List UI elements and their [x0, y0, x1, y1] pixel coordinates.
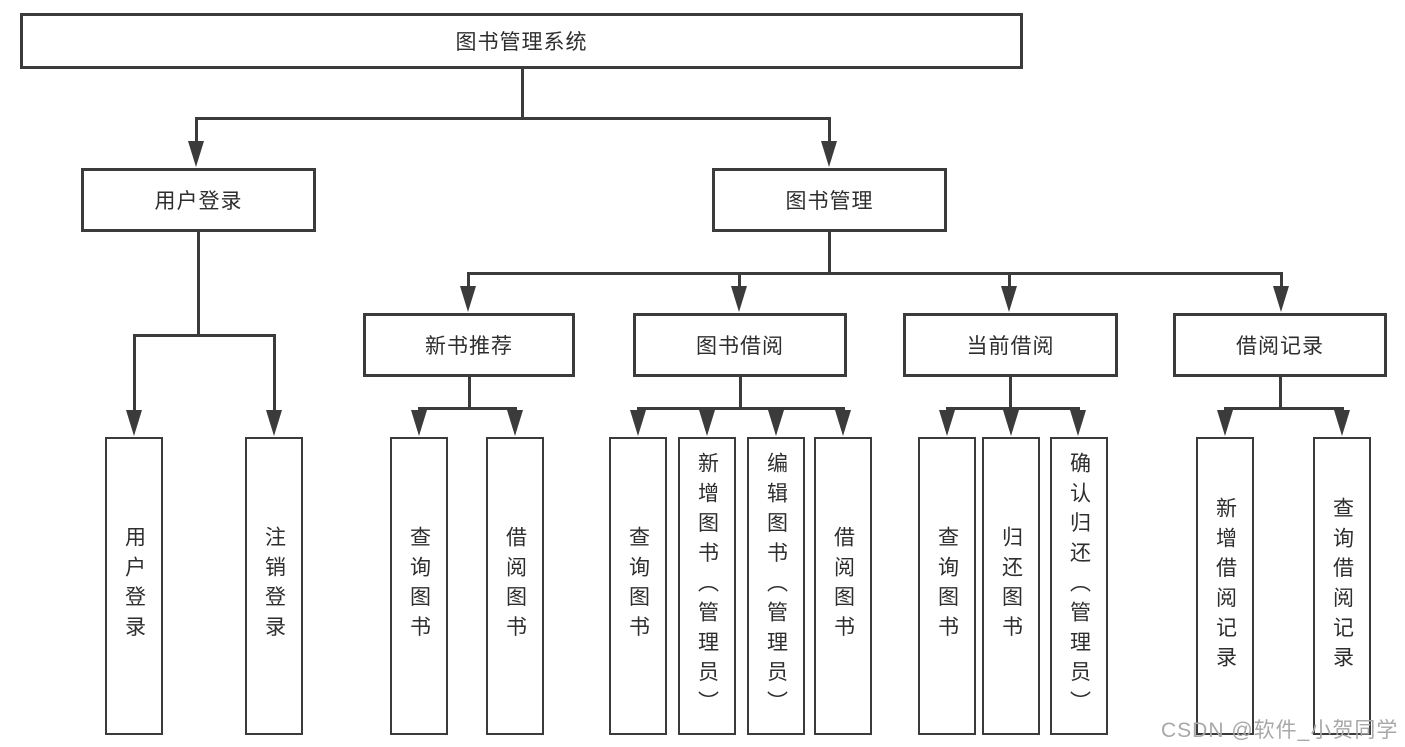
arrowhead-down-icon	[188, 141, 204, 167]
node-label: 借阅图书	[503, 526, 527, 646]
node-label: 图书管理系统	[455, 31, 588, 54]
arrowhead-down-icon	[1003, 410, 1019, 436]
arrowhead-down-icon	[460, 286, 476, 312]
connector-line	[196, 230, 200, 337]
node-book-management: 图书管理	[712, 168, 947, 232]
node-label: 查询借阅记录	[1330, 496, 1354, 676]
leaf-return-books: 归还图书	[982, 437, 1040, 735]
arrowhead-down-icon	[126, 410, 142, 436]
connector-line	[827, 118, 831, 143]
leaf-query-books-current: 查询图书	[918, 437, 976, 735]
connector-line	[417, 406, 517, 410]
connector-line	[1008, 375, 1012, 410]
connector-line	[1223, 406, 1344, 410]
connector-line	[1279, 273, 1283, 288]
connector-line	[466, 271, 1283, 275]
node-user-login: 用户登录	[81, 168, 316, 232]
node-label: 借阅记录	[1236, 335, 1324, 358]
arrowhead-down-icon	[1217, 410, 1233, 436]
arrowhead-down-icon	[768, 410, 784, 436]
arrowhead-down-icon	[835, 410, 851, 436]
leaf-add-books-admin: 新增图书（管理员）	[678, 437, 736, 735]
leaf-user-login: 用户登录	[105, 437, 163, 735]
connector-line	[520, 67, 524, 120]
connector-line	[132, 333, 276, 337]
leaf-borrow-books: 借阅图书	[814, 437, 872, 735]
arrowhead-down-icon	[821, 141, 837, 167]
node-book-borrowing: 图书借阅	[633, 313, 847, 377]
node-label: 查询图书	[626, 526, 650, 646]
arrowhead-down-icon	[507, 410, 523, 436]
connector-line	[194, 118, 198, 143]
node-label: 注销登录	[262, 526, 286, 646]
arrowhead-down-icon	[630, 410, 646, 436]
leaf-borrow-books-recommend: 借阅图书	[486, 437, 544, 735]
leaf-query-borrow-record: 查询借阅记录	[1313, 437, 1371, 735]
node-label: 借阅图书	[831, 526, 855, 646]
node-label: 图书借阅	[696, 335, 784, 358]
node-label: 图书管理	[785, 190, 874, 213]
arrowhead-down-icon	[1334, 410, 1350, 436]
node-root-library-system: 图书管理系统	[20, 13, 1023, 69]
arrowhead-down-icon	[731, 286, 747, 312]
connector-line	[194, 116, 831, 120]
node-label: 查询图书	[407, 526, 431, 646]
watermark: CSDN @软件_小贺同学	[1161, 719, 1399, 742]
arrowhead-down-icon	[1273, 286, 1289, 312]
node-borrowing-records: 借阅记录	[1173, 313, 1387, 377]
node-new-book-recommend: 新书推荐	[363, 313, 575, 377]
connector-line	[737, 273, 741, 288]
leaf-logout: 注销登录	[245, 437, 303, 735]
node-label: 用户登录	[154, 190, 243, 213]
node-label: 查询图书	[935, 526, 959, 646]
connector-line	[945, 406, 1080, 410]
arrowhead-down-icon	[1070, 410, 1086, 436]
node-current-borrowing: 当前借阅	[903, 313, 1118, 377]
node-label: 新书推荐	[425, 335, 513, 358]
node-label: 归还图书	[999, 526, 1023, 646]
arrowhead-down-icon	[699, 410, 715, 436]
connector-line	[132, 335, 136, 412]
connector-line	[738, 375, 742, 410]
connector-line	[1007, 273, 1011, 288]
node-label: 确认归还（管理员）	[1067, 451, 1091, 721]
node-label: 编辑图书（管理员）	[764, 451, 788, 721]
leaf-edit-books-admin: 编辑图书（管理员）	[747, 437, 805, 735]
connector-line	[466, 273, 470, 288]
node-label: 新增借阅记录	[1213, 496, 1237, 676]
leaf-query-books-recommend: 查询图书	[390, 437, 448, 735]
leaf-query-books-borrowing: 查询图书	[609, 437, 667, 735]
leaf-add-borrow-record: 新增借阅记录	[1196, 437, 1254, 735]
arrowhead-down-icon	[411, 410, 427, 436]
arrowhead-down-icon	[939, 410, 955, 436]
connector-line	[467, 375, 471, 410]
node-label: 用户登录	[122, 526, 146, 646]
connector-line	[636, 406, 845, 410]
leaf-confirm-return-admin: 确认归还（管理员）	[1050, 437, 1108, 735]
connector-line	[827, 230, 831, 275]
arrowhead-down-icon	[266, 410, 282, 436]
node-label: 当前借阅	[966, 335, 1055, 358]
connector-line	[272, 335, 276, 412]
arrowhead-down-icon	[1001, 286, 1017, 312]
connector-line	[1278, 375, 1282, 410]
node-label: 新增图书（管理员）	[695, 451, 719, 721]
